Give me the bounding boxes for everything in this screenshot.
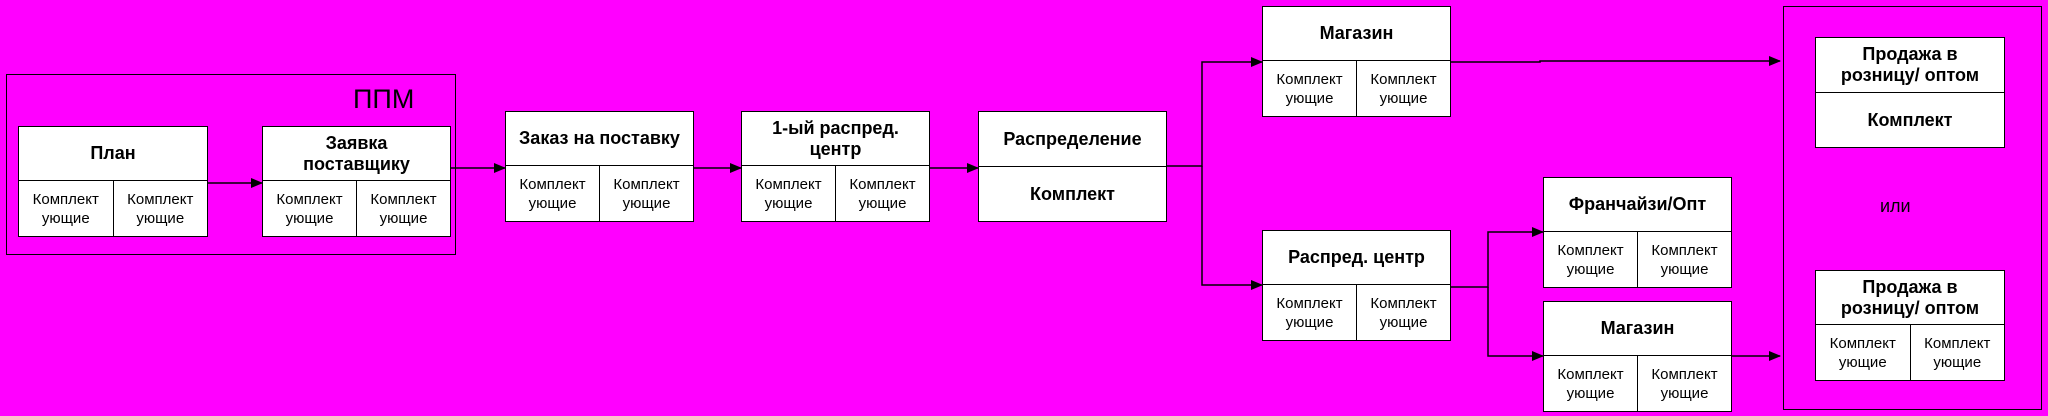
raspredelenie-title: Распределение [1003,128,1142,149]
component-cell: Комплект ующие [1276,70,1343,107]
sale-top-title: Продажа в розницу/ оптом [1840,44,1980,85]
sale-top-component: Комплект [1816,92,2004,147]
component-cell: Комплект ующие [835,166,929,221]
zakaz-box: Заказ на поставку Комплект ующие Комплект… [505,111,694,222]
component-cell: Комплект ующие [1356,285,1450,340]
arrow-raspredelenie-magazin [1167,57,1263,167]
dc-box: Распред. центр Комплект ующие Комплект ую… [1262,230,1451,341]
component-cell: Комплект ующие [1909,325,2005,380]
component-cell: Комплект ующие [32,190,99,227]
ppm-group-frame [6,74,456,255]
raspredelenie-box: Распределение Комплект [978,111,1167,222]
component-cell: Комплект ующие [1276,294,1343,331]
component-cell: Комплект ующие [276,190,343,227]
arrow-magazin-sale [1451,56,1781,66]
component-cell: Комплект ующие [1637,356,1731,411]
magazin-bottom-box: Магазин Комплект ующие Комплект ующие [1543,301,1732,412]
component-cell: Комплект ующие [599,166,693,221]
magazin-top-title: Магазин [1319,23,1394,43]
arrow-dc-magazin [1487,287,1544,361]
zakaz-title: Заказ на поставку [519,128,680,148]
arrow-dc-franchise [1451,227,1544,288]
dc-title: Распред. центр [1288,247,1425,267]
component-cell: Комплект ующие [755,175,822,212]
zayavka-title: Заявка поставщику [303,132,410,174]
franchise-box: Франчайзи/Опт Комплект ующие Комплект ующ… [1543,177,1732,288]
first-dc-box: 1-ый распред. центр Комплект ующие Компле… [741,111,930,222]
zayavka-box: Заявка поставщику Комплект ующие Комплект… [262,126,451,237]
component-cell: Комплект ующие [1829,334,1896,371]
component-cell: Комплект ующие [1557,241,1624,278]
raspredelenie-component: Комплект [979,166,1166,221]
sale-top-box: Продажа в розницу/ оптом Комплект [1815,37,2005,148]
component-cell: Комплект ующие [1557,365,1624,402]
component-cell: Комплект ующие [356,181,450,236]
magazin-top-box: Магазин Комплект ующие Комплект ующие [1262,6,1451,117]
ppm-group-label: ППМ [353,84,415,114]
component-cell: Комплект ующие [1356,61,1450,116]
sale-bottom-box: Продажа в розницу/ оптом Комплект ующие К… [1815,270,2005,381]
sale-bottom-title: Продажа в розницу/ оптом [1840,276,1980,318]
franchise-title: Франчайзи/Опт [1568,194,1707,214]
plan-title: План [90,143,136,163]
component-cell: Комплект ующие [519,175,586,212]
first-dc-title: 1-ый распред. центр [772,117,899,159]
sales-group-frame [1783,6,2042,410]
magazin-bottom-title: Магазин [1600,318,1675,338]
or-label: или [1880,196,1911,216]
component-cell: Комплект ующие [1637,232,1731,287]
component-cell: Комплект ующие [112,181,208,236]
plan-box: План Комплект ующие Комплект ующие [18,126,208,237]
arrow-raspredelenie-dc [1201,166,1263,290]
